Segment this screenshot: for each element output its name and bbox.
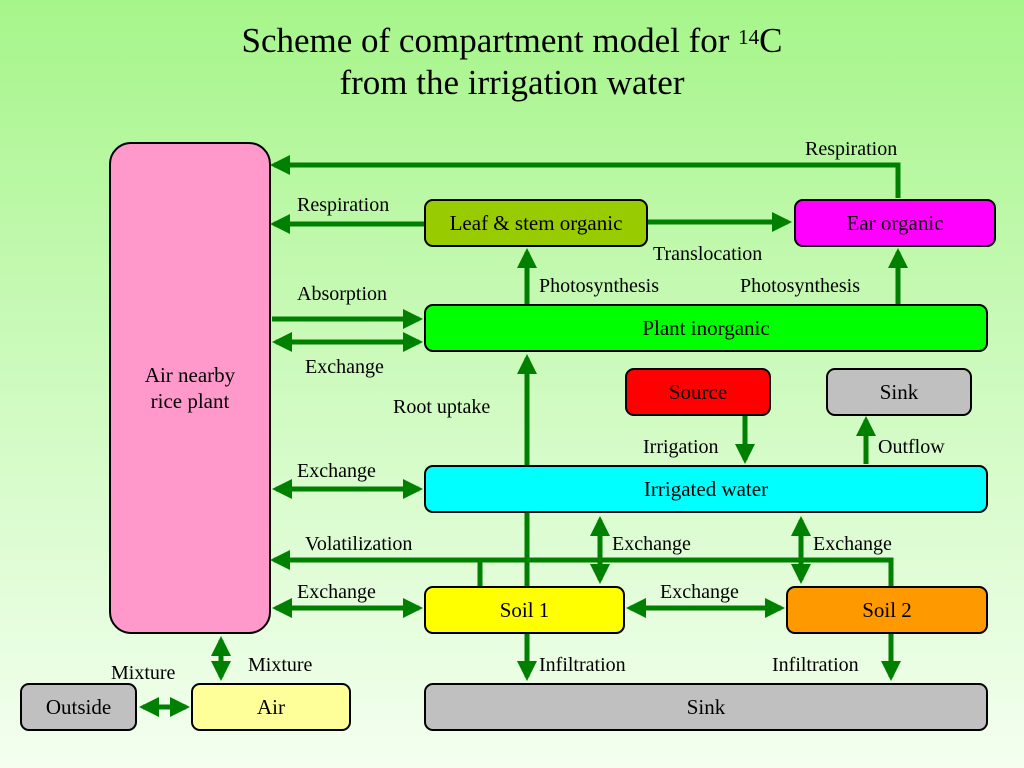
page-title: Scheme of compartment model for 14C from… bbox=[0, 20, 1024, 104]
box-irrigated-water: Irrigated water bbox=[424, 465, 988, 513]
label-infiltration-right: Infiltration bbox=[772, 654, 859, 676]
label-root-uptake: Root uptake bbox=[393, 396, 491, 418]
title-line1-suffix: C bbox=[759, 21, 783, 60]
label-exchange-soil2-water: Exchange bbox=[813, 533, 892, 555]
box-ear-organic: Ear organic bbox=[794, 199, 996, 247]
box-soil-1-label: Soil 1 bbox=[499, 598, 550, 622]
box-sink-top-label: Sink bbox=[879, 380, 919, 404]
box-leaf-stem-label: Leaf & stem organic bbox=[449, 211, 623, 235]
box-source-label: Source bbox=[668, 380, 728, 404]
label-exchange-water: Exchange bbox=[297, 460, 376, 482]
title-superscript: 14 bbox=[738, 25, 760, 49]
box-air-label: Air bbox=[257, 695, 285, 719]
arrow-respiration-ear bbox=[270, 155, 901, 198]
box-outside-label: Outside bbox=[45, 695, 112, 719]
label-exchange-plant: Exchange bbox=[305, 356, 384, 378]
box-air: Air bbox=[191, 683, 351, 731]
box-air-nearby-line2: rice plant bbox=[150, 389, 230, 413]
box-plant-inorganic: Plant inorganic bbox=[424, 304, 988, 352]
box-irrigated-water-label: Irrigated water bbox=[643, 477, 769, 501]
label-absorption: Absorption bbox=[297, 283, 387, 305]
label-respiration-top: Respiration bbox=[805, 138, 898, 160]
box-sink-bottom: Sink bbox=[424, 683, 988, 731]
box-outside: Outside bbox=[20, 683, 137, 731]
box-soil-2-label: Soil 2 bbox=[862, 598, 912, 622]
box-soil-1: Soil 1 bbox=[424, 586, 625, 634]
title-line1: Scheme of compartment model for bbox=[241, 21, 739, 60]
box-air-nearby-line1: Air nearby bbox=[144, 363, 236, 387]
box-sink-bottom-label: Sink bbox=[686, 695, 726, 719]
arrow-volatilization-soil2 bbox=[480, 557, 894, 586]
box-source: Source bbox=[625, 368, 771, 416]
label-respiration-leaf: Respiration bbox=[297, 194, 390, 216]
label-photosynthesis-left: Photosynthesis bbox=[539, 275, 660, 297]
title-line2: from the irrigation water bbox=[339, 63, 685, 102]
label-exchange-soils: Exchange bbox=[660, 581, 739, 603]
label-irrigation: Irrigation bbox=[643, 436, 719, 458]
label-translocation: Translocation bbox=[653, 243, 763, 265]
label-infiltration-left: Infiltration bbox=[539, 654, 626, 676]
label-mixture-outside: Mixture bbox=[111, 662, 176, 684]
box-soil-2: Soil 2 bbox=[786, 586, 988, 634]
label-exchange-soil1-water: Exchange bbox=[612, 533, 691, 555]
box-ear-label: Ear organic bbox=[846, 211, 944, 235]
label-photosynthesis-right: Photosynthesis bbox=[740, 275, 861, 297]
label-exchange-soil1-air: Exchange bbox=[297, 581, 376, 603]
label-volatilization: Volatilization bbox=[305, 533, 413, 555]
label-mixture-air: Mixture bbox=[248, 654, 313, 676]
label-outflow: Outflow bbox=[878, 436, 945, 458]
box-leaf-stem-organic: Leaf & stem organic bbox=[424, 199, 648, 247]
box-sink-top: Sink bbox=[826, 368, 972, 416]
box-plant-inorganic-label: Plant inorganic bbox=[642, 316, 770, 340]
